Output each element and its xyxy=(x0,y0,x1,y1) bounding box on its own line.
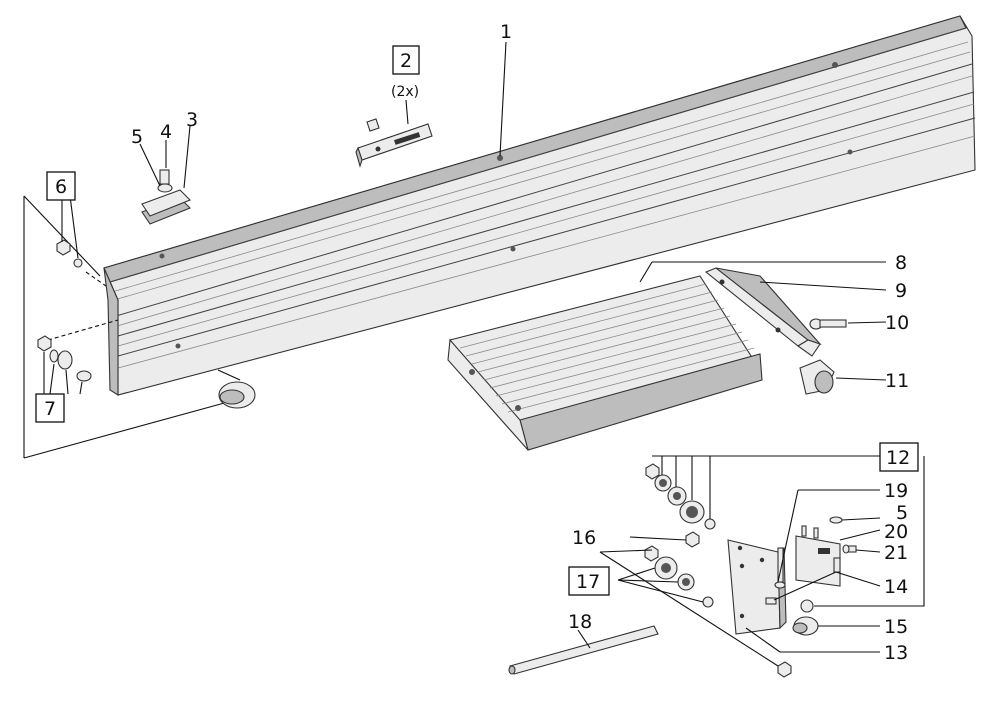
callout-8: 8 xyxy=(895,252,907,274)
plate-part-20 xyxy=(795,525,841,587)
callout-2-quantity: (2x) xyxy=(391,84,419,100)
callout-5-top: 5 xyxy=(131,126,143,148)
fence-extrusion-part-1 xyxy=(103,15,976,396)
callout-5-right: 5 xyxy=(896,502,908,524)
callout-1: 1 xyxy=(500,21,512,43)
washer-part-5 xyxy=(157,183,173,193)
extension-extrusion-part-8 xyxy=(447,275,763,451)
callout-12: 12 xyxy=(886,447,910,469)
nut-part-16 xyxy=(685,531,700,548)
screw-part-10 xyxy=(809,318,847,330)
label-box-17 xyxy=(568,566,610,596)
callout-17: 17 xyxy=(576,571,600,593)
end-cap-part-11 xyxy=(799,359,835,395)
callout-11: 11 xyxy=(885,370,909,392)
screw-part-21 xyxy=(842,544,857,554)
callout-10: 10 xyxy=(885,312,909,334)
label-box-7 xyxy=(35,393,65,423)
label-box-12 xyxy=(879,442,919,472)
slide-clip-part-3 xyxy=(141,169,191,225)
pin-part-19 xyxy=(774,547,786,589)
callout-7: 7 xyxy=(44,398,56,420)
callout-4: 4 xyxy=(160,121,172,143)
rod-part-18 xyxy=(508,625,659,675)
washer-part-5-right xyxy=(829,516,843,524)
clamp-plate-part-2 xyxy=(355,118,433,168)
roller-set-part-12 xyxy=(645,463,814,613)
label-box-6 xyxy=(46,171,76,201)
roller-set-part-17 xyxy=(644,545,792,678)
callout-21: 21 xyxy=(884,542,908,564)
callout-19: 19 xyxy=(884,480,908,502)
callout-20: 20 xyxy=(884,521,908,543)
screw-part-4 xyxy=(159,169,170,185)
label-box-2 xyxy=(392,45,420,75)
callout-18: 18 xyxy=(568,611,592,633)
callout-16: 16 xyxy=(572,527,596,549)
callout-6: 6 xyxy=(55,176,67,198)
callout-9: 9 xyxy=(895,280,907,302)
clamp-knob xyxy=(217,369,256,409)
nut-washer-part-6 xyxy=(56,239,83,268)
knob-part-15 xyxy=(792,616,819,636)
callout-13: 13 xyxy=(884,642,908,664)
callout-2: 2 xyxy=(400,50,412,72)
callout-15: 15 xyxy=(884,616,908,638)
callout-14: 14 xyxy=(884,576,908,598)
callout-3: 3 xyxy=(186,109,198,131)
leader-lines xyxy=(43,41,925,667)
fastener-set-part-7 xyxy=(37,335,92,382)
channel-part-9 xyxy=(704,267,822,357)
ribbing-pattern xyxy=(459,283,755,413)
